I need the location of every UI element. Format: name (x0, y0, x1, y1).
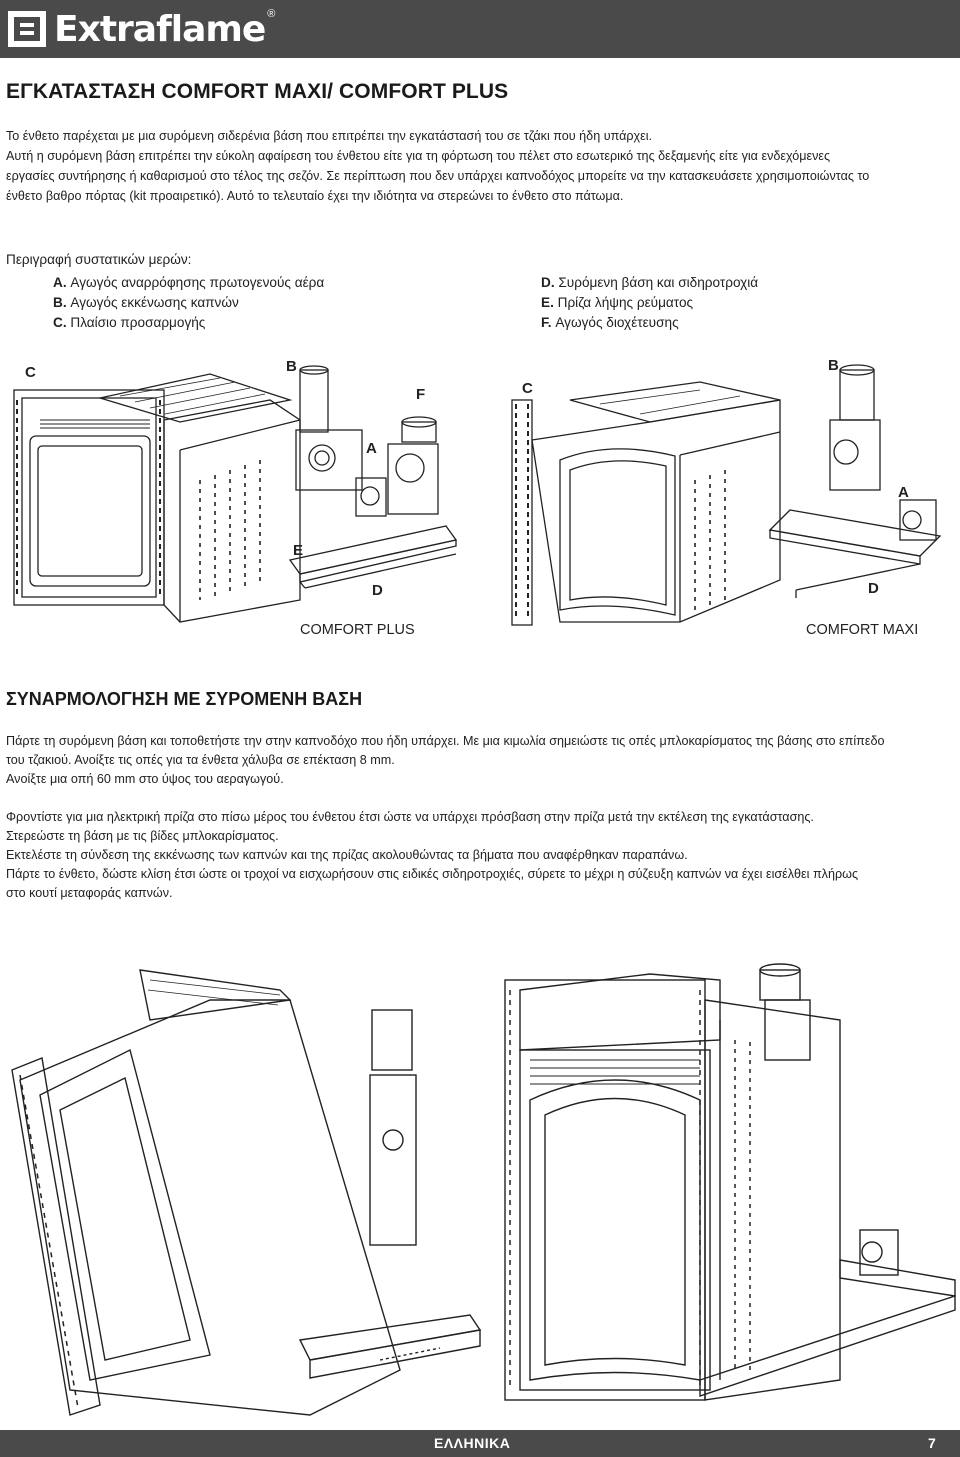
header-bar (0, 0, 960, 58)
footer-bar (0, 1430, 960, 1457)
installation-illustration (11, 963, 956, 1416)
intro-line: εργασίες συντήρησης ή καθαρισμού στο τέλ… (6, 169, 870, 183)
part-item: D. Συρόμενη βάση και σιδηροτροχιά (541, 275, 759, 290)
assembly-paragraph-1: Πάρτε τη συρόμενη βάση και τοποθετήστε τ… (6, 732, 956, 789)
comfort-plus-diagram (13, 365, 458, 623)
brand-logo: Extraflame ® (8, 4, 275, 54)
label-f-plus: F (416, 386, 426, 403)
parts-heading: Περιγραφή συστατικών μερών: (6, 252, 192, 267)
para-line: Φροντίστε για μια ηλεκτρική πρίζα στο πί… (6, 810, 814, 824)
part-item: F. Αγωγός διοχέτευσης (541, 315, 679, 330)
label-c-plus: C (25, 364, 36, 381)
para-line: Εκτελέστε τη σύνδεση της εκκένωσης των κ… (6, 848, 688, 862)
brand-name: Extraflame (54, 8, 266, 50)
label-a-plus: A (366, 440, 377, 457)
comfort-plus-label: COMFORT PLUS (300, 622, 415, 638)
registered-mark: ® (267, 8, 276, 20)
label-d-maxi: D (868, 580, 879, 597)
assembly-paragraph-2: Φροντίστε για μια ηλεκτρική πρίζα στο πί… (6, 808, 956, 903)
extraflame-logo-icon (8, 11, 46, 47)
part-item: C. Πλαίσιο προσαρμογής (53, 315, 206, 330)
intro-paragraph: Το ένθετο παρέχεται με μια συρόμενη σιδε… (6, 126, 956, 206)
label-d-plus: D (372, 582, 383, 599)
para-line: του τζακιού. Ανοίξτε τις οπές για τα ένθ… (6, 753, 395, 767)
section-title: ΣΥΝΑΡΜΟΛΟΓΗΣΗ ΜΕ ΣΥΡΟΜΕΝΗ ΒΑΣΗ (6, 689, 363, 709)
para-line: στο κουτί μεταφοράς καπνών. (6, 886, 173, 900)
intro-line: Το ένθετο παρέχεται με μια συρόμενη σιδε… (6, 129, 653, 143)
part-item: E. Πρίζα λήψης ρεύματος (541, 295, 694, 310)
para-line: Πάρτε το ένθετο, δώστε κλίση έτσι ώστε ο… (6, 867, 859, 881)
intro-line: ένθετο βαθρο πόρτας (kit προαιρετικό). Α… (6, 189, 624, 203)
para-line: Ανοίξτε μια οπή 60 mm στο ύψος του αεραγ… (6, 772, 284, 786)
comfort-maxi-label: COMFORT MAXI (806, 622, 919, 638)
page-number: 7 (928, 1435, 936, 1451)
label-b-plus: B (286, 358, 297, 375)
label-b-maxi: B (828, 357, 839, 374)
parts-list-left: A. Αγωγός αναρρόφησης πρωτογενούς αέρα B… (53, 273, 324, 333)
footer-language: ΕΛΛΗΝΙΚΑ (434, 1435, 511, 1451)
intro-line: Αυτή η συρόμενη βάση επιτρέπει την εύκολ… (6, 149, 831, 163)
label-e-plus: E (293, 542, 304, 559)
part-item: A. Αγωγός αναρρόφησης πρωτογενούς αέρα (53, 275, 325, 290)
label-a-maxi: A (898, 484, 909, 501)
page-title: ΕΓΚΑΤΑΣΤΑΣΗ COMFORT MAXI/ COMFORT PLUS (6, 80, 509, 103)
para-line: Στερεώστε τη βάση με τις βίδες μπλοκαρίσ… (6, 829, 279, 843)
parts-list-right: D. Συρόμενη βάση και σιδηροτροχιά E. Πρί… (541, 273, 758, 333)
label-c-maxi: C (522, 380, 533, 397)
comfort-maxi-diagram (511, 364, 942, 626)
para-line: Πάρτε τη συρόμενη βάση και τοποθετήστε τ… (6, 734, 885, 748)
part-item: B. Αγωγός εκκένωσης καπνών (53, 295, 239, 310)
